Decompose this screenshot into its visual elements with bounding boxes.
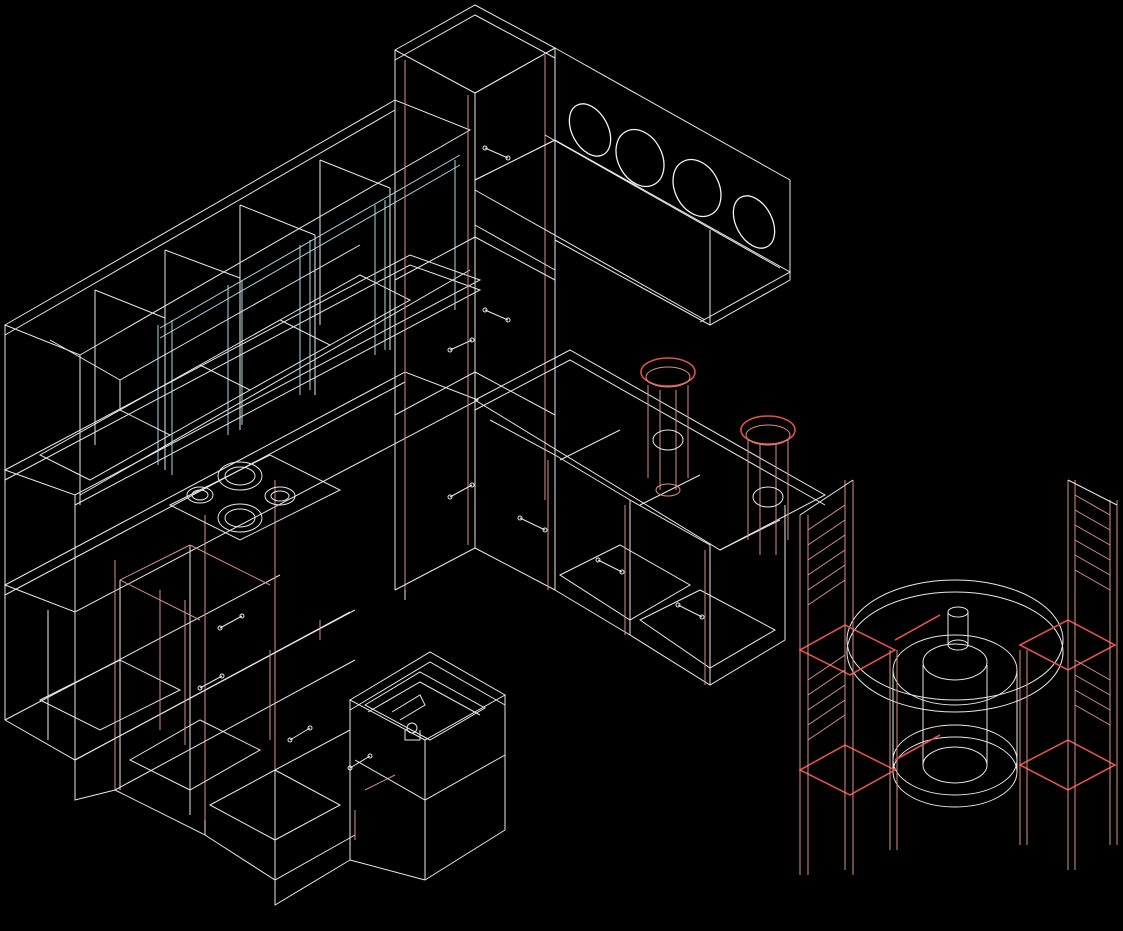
dining-table-round xyxy=(846,579,1064,808)
cooktop-burners xyxy=(168,454,342,541)
sink-island xyxy=(274,651,507,906)
dining-chairs xyxy=(798,479,1118,875)
kitchen-base-cabinets-right xyxy=(473,349,827,686)
kitchen-wall-cabinets xyxy=(3,99,472,505)
hanging-light-fixtures xyxy=(640,357,796,555)
hanging-plate-rack xyxy=(474,47,792,326)
